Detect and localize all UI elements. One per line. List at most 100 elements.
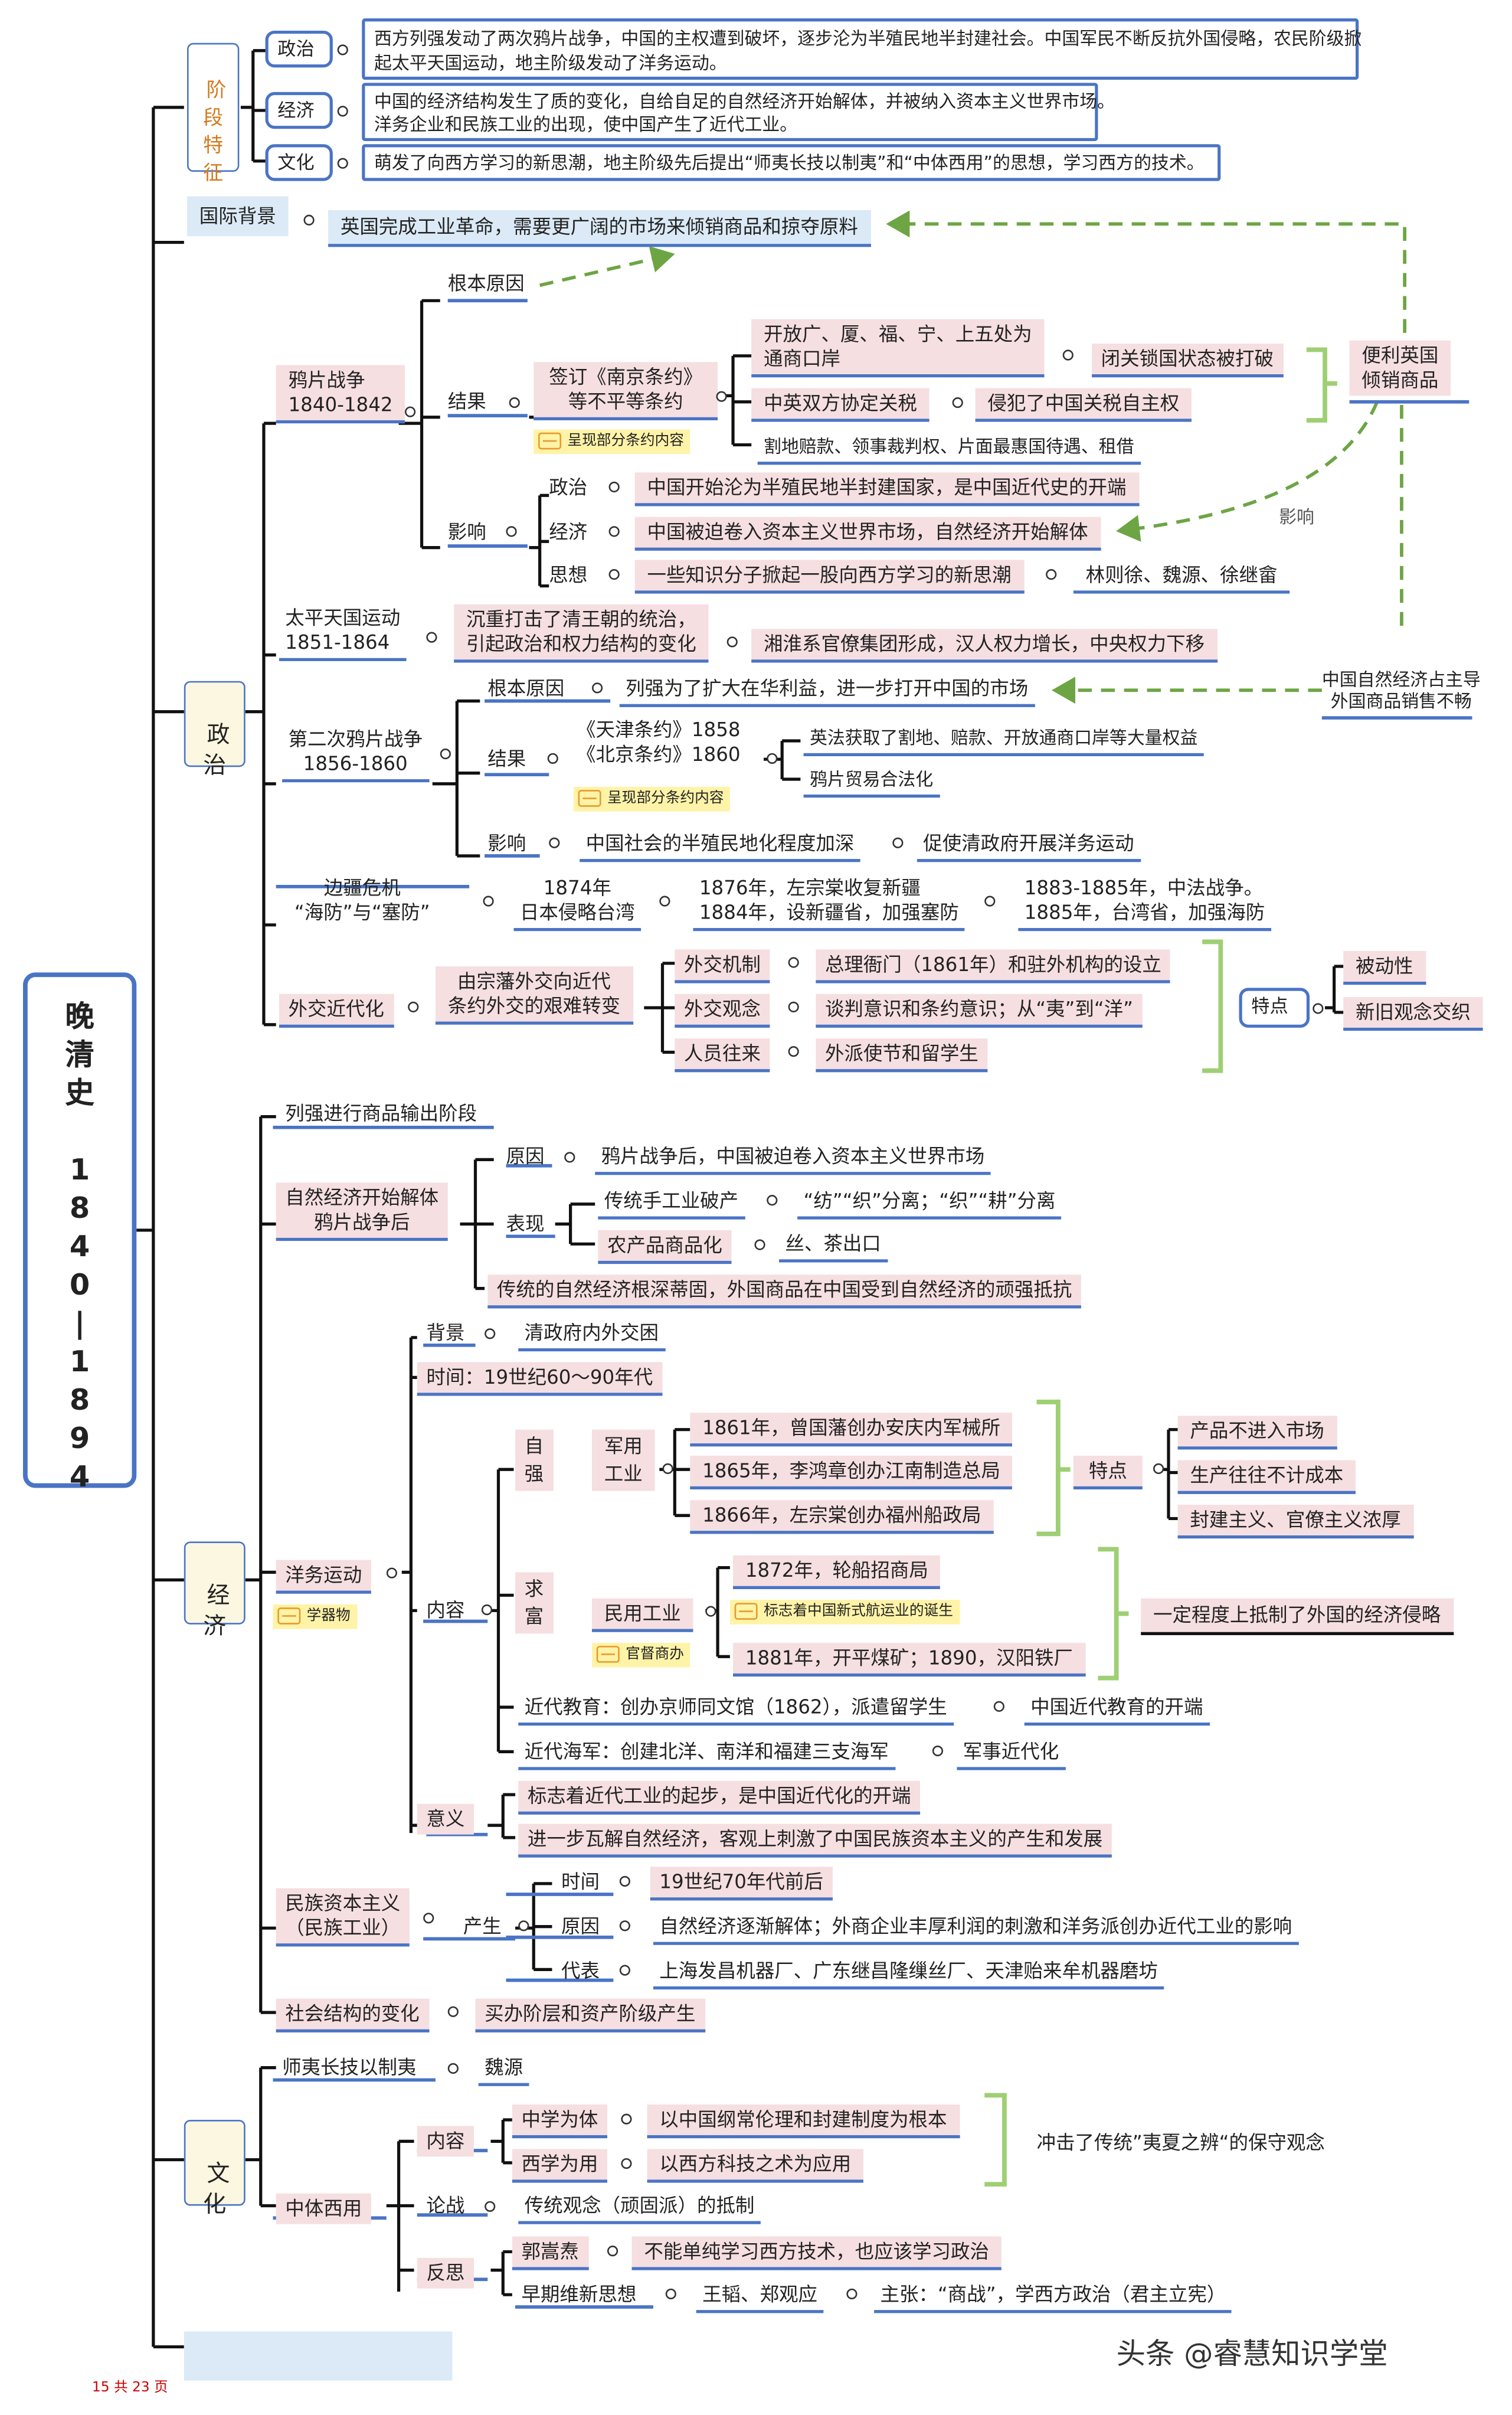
natural-economy-note-1: 中国自然经济占主导 [1321,668,1481,691]
node-dot [404,406,416,417]
second-opium-war-label: 第二次鸦片战争 1856-1860 [282,727,429,783]
diplomacy-transition-2: 条约外交的艰难转变 [447,994,621,1017]
military-2: 1865年，李鸿章创办江南制造总局 [690,1455,1013,1490]
second-opium-war-title: 第二次鸦片战争 [288,727,423,750]
root-node: 晚 清 史 1 8 4 0 | 1 8 9 4 [22,972,137,1494]
stage-features-label: 阶 段 特 征 [203,80,227,186]
diplomacy-item-1-key: 外交观念 [675,994,770,1028]
beijing-treaty: 《北京条约》1860 [576,742,741,766]
node-dot [608,569,620,580]
military-feature-3: 封建主义、官僚主义浓厚 [1177,1505,1413,1539]
commodity-export-stage: 列强进行商品输出阶段 [285,1101,477,1125]
natural-economy-label: 自然经济开始解体 鸦片战争后 [276,1182,448,1241]
nc-emergence: 产生 [463,1914,502,1937]
node-dot [621,2158,632,2169]
social-structure-value: 买办阶层和资产阶级产生 [475,1998,705,2032]
natural-economy-note-2: 外国商品销售不畅 [1330,690,1472,712]
military-feature-2: 生产往往不计成本 [1177,1460,1356,1494]
ne-cause-text: 鸦片战争后，中国被迫卷入资本主义世界市场 [595,1144,991,1175]
intl-background-text: 英国完成工业革命，需要更广阔的市场来倾销商品和掠夺原料 [328,210,870,247]
second-note-text: 呈现部分条约内容 [607,790,724,807]
ssm-background-text: 清政府内外交困 [518,1321,665,1352]
frontier-xinjiang-1: 1876年，左宗棠收复新疆 [699,875,921,899]
taiping-years: 1851-1864 [285,630,390,653]
ne-manifest-key: 表现 [506,1211,545,1235]
resist-economic-aggression: 一定程度上抵制了外国的经济侵略 [1141,1598,1454,1635]
node-dot [518,1920,529,1932]
feature-economy-text: 中国的经济结构发生了质的变化，自给自足的自然经济开始解体，并被纳入资本主义世界市… [362,83,1115,142]
nanjing-treaty: 签订《南京条约》 等不平等条约 [534,362,718,420]
empty-node [184,2331,453,2381]
node-dot [619,1875,630,1887]
node-dot [485,2201,496,2212]
military-3: 1866年，左宗棠创办福州船政局 [690,1500,994,1534]
node-dot [426,632,437,643]
nanjing-term-tariff: 中英双方协定关税 [751,388,930,422]
feature-economy-line2: 洋务企业和民族工业的出现，使中国产生了近代工业。 [374,113,798,135]
nc-cause-key: 原因 [561,1914,600,1937]
node-dot [337,106,348,117]
culture-label: 文 化 [203,2159,230,2218]
node-dot [788,1046,799,1057]
node-dot [659,896,670,907]
feature-culture-text: 萌发了向西方学习的新思潮，地主阶级先后提出“师夷长技以制夷”和“中体西用”的思想… [362,144,1221,181]
frontier-sino-french-2: 1885年，台湾省，加强海防 [1024,900,1265,924]
ssm-qiufu: 求 富 [515,1572,553,1634]
second-root-cause-text: 列强为了扩大在华利益，进一步打开中国的市场 [619,677,1035,707]
zt-debate-value: 传统观念（顽固派）的抵制 [518,2194,761,2224]
nanjing-treaty-line2: 等不平等条约 [568,389,683,413]
diplomacy-item-1-value: 谈判意识和条约意识；从“夷”到“洋” [816,994,1143,1028]
node-dot [440,749,451,760]
shipping-note-text: 标志着中国新式航运业的诞生 [764,1603,953,1620]
zt-xixue: 西学为用 [512,2149,608,2183]
opium-impact: 影响 [447,519,486,543]
frontier-crisis-title: 边疆危机 [323,875,401,899]
natural-economy-title: 自然经济开始解体 [285,1185,439,1209]
modern-education-meaning: 中国近代教育的开端 [1024,1695,1209,1726]
node-dot [788,957,799,968]
frontier-crisis-sub: “海防”与“塞防” [294,900,430,924]
opium-result: 结果 [447,389,486,413]
node-dot [705,1606,716,1617]
nanjing-term-ports-1: 开放广、厦、福、宁、上五处为 [764,322,1032,345]
ssm-significance-1: 标志着近代工业的起步，是中国近代化的开端 [518,1780,921,1815]
node-dot [662,1463,673,1475]
opium-war-label: 鸦片战争 1840-1842 [276,365,405,424]
self-strengthening-label: 洋务运动 [276,1560,371,1594]
ssm-significance-key: 意义 [417,1803,474,1835]
node-dot [984,896,996,907]
zt-reflection-key: 反思 [417,2257,474,2289]
guo-songtao: 郭嵩焘 [512,2236,588,2270]
nanjing-note: 呈现部分条约内容 [534,429,690,455]
tianjin-treaty: 《天津条约》1858 [576,718,741,741]
ssm-note-text: 学器物 [306,1607,351,1625]
nc-rep-value: 上海发昌机器厂、广东继昌隆缫丝厂、天津贻来牟机器磨坊 [653,1959,1164,1990]
zt-content-key: 内容 [417,2126,474,2157]
node-dot [547,753,558,764]
node-dot [1153,1463,1164,1475]
economy-label: 经 济 [203,1581,230,1640]
node-dot [993,1701,1004,1712]
convenience-britain-1: 便利英国 [1362,344,1439,367]
diplomacy-item-2-key: 人员往来 [675,1038,770,1073]
social-structure-label: 社会结构的变化 [276,1998,429,2032]
node-dot [621,2113,632,2125]
diplomacy-transition-1: 由宗藩外交向近代 [457,969,611,993]
diplomacy-item-0-key: 外交机制 [675,949,770,983]
impact-thought-people: 林则徐、魏源、徐继畲 [1073,560,1290,594]
frontier-1874-year: 1874年 [543,875,611,899]
second-impact: 影响 [487,831,526,855]
convenience-britain: 便利英国 倾销商品 [1349,340,1451,396]
stage-features-node: 阶 段 特 征 [187,43,240,185]
node-dot [337,158,348,169]
modern-navy: 近代海军：创建北洋、南洋和福建三支海军 [518,1740,895,1770]
diplomacy-item-2-value: 外派使节和留学生 [816,1038,988,1073]
frontier-1874-event: 日本侵略台湾 [519,900,635,924]
civil-1: 1872年，轮船招商局 [733,1555,941,1589]
node-dot [509,397,520,409]
modern-navy-meaning: 军事近代化 [957,1740,1065,1770]
node-dot [564,1152,575,1163]
node-dot [423,1913,434,1924]
node-dot [767,1195,778,1206]
